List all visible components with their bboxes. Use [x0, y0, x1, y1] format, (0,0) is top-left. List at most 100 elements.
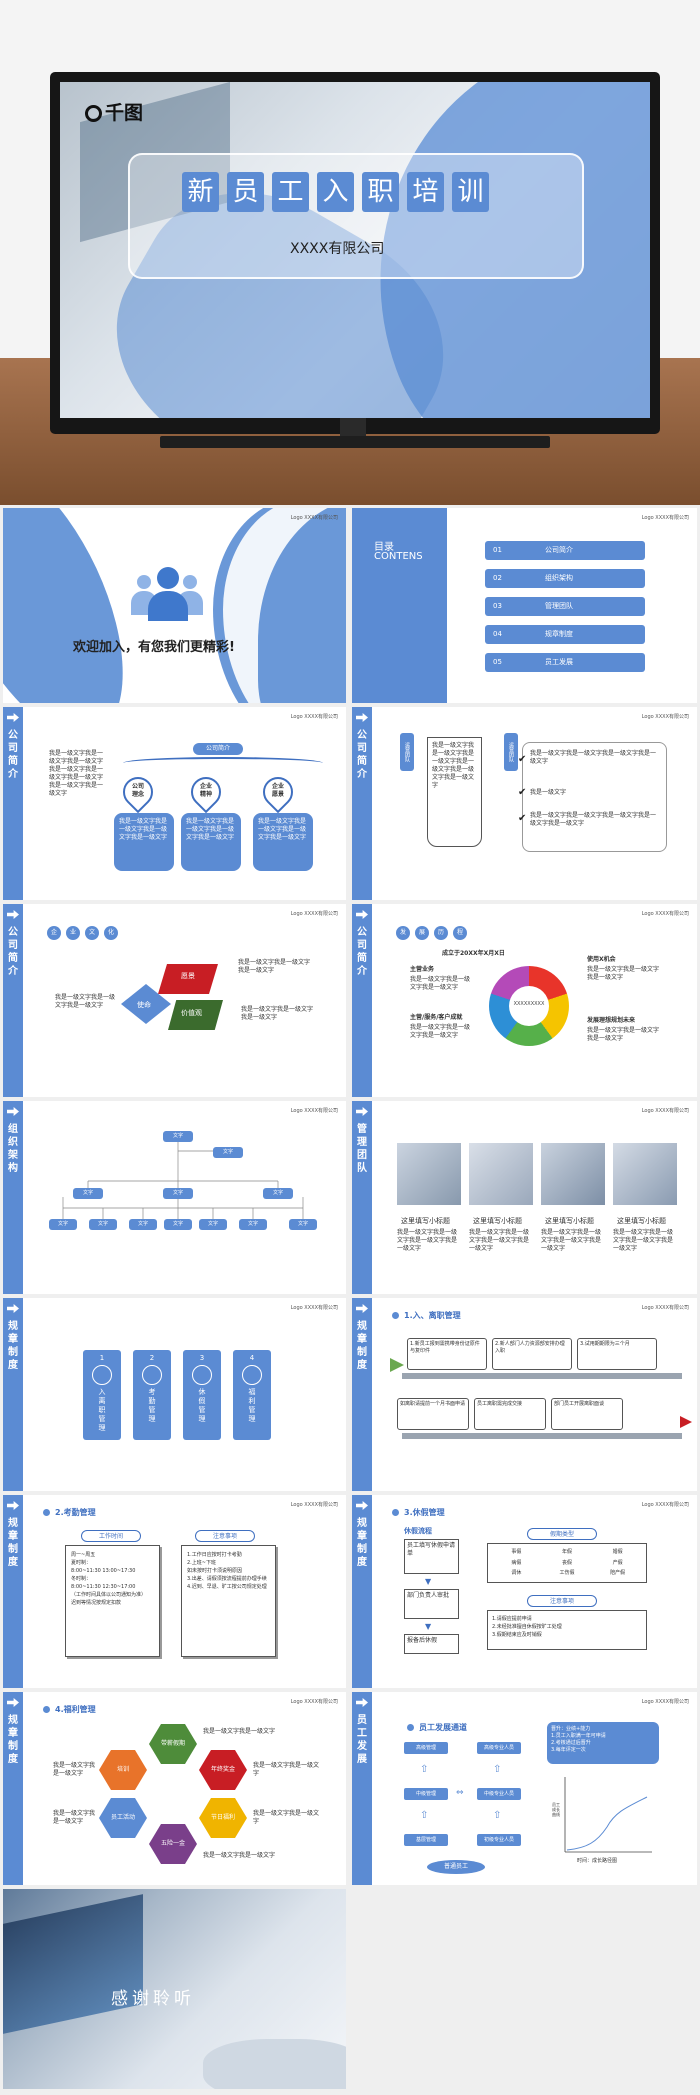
logo-tag: Logo XXXX有限公司: [641, 1699, 689, 1705]
logo-tag: Logo XXXX有限公司: [290, 911, 338, 917]
slide-heading: 4.福利管理: [43, 1704, 96, 1715]
title-char: 培: [407, 172, 444, 212]
team-icon: [131, 563, 206, 623]
history-tab: 历: [434, 926, 448, 940]
section-sidebar: 规章制度: [352, 1298, 372, 1491]
benefit-hex: 年终奖金: [199, 1750, 247, 1790]
logo-tag: Logo XXXX有限公司: [641, 911, 689, 917]
logo-tag: Logo XXXX有限公司: [290, 1108, 338, 1114]
slide-welcome: Logo XXXX有限公司 欢迎加入，有您我们更精彩!: [3, 508, 346, 703]
slide-heading: 员工发展通道: [407, 1722, 467, 1733]
logo-tag: Logo XXXX有限公司: [290, 714, 338, 720]
benefit-hex: 员工活动: [99, 1798, 147, 1838]
section-sidebar: 公司简介: [352, 707, 372, 900]
arrow-right-icon: [356, 713, 368, 722]
org-node: 文字: [164, 1219, 192, 1230]
slide-culture: 公司简介 Logo XXXX有限公司 企 业 文 化 愿景 使命 价值观 我是一…: [3, 904, 346, 1097]
org-node: 文字: [129, 1219, 157, 1230]
slide-heading: 2.考勤管理: [43, 1507, 96, 1518]
logo-tag: Logo XXXX有限公司: [290, 1502, 338, 1508]
org-node: 文字: [199, 1219, 227, 1230]
tv-screen: [60, 82, 650, 418]
career-base: 普通员工: [427, 1860, 485, 1874]
section-sidebar: 公司简介: [352, 904, 372, 1097]
slide-rules-3: 规章制度 Logo XXXX有限公司 3.休假管理 休假流程 员工填写休假申请单…: [352, 1495, 697, 1688]
intro-banner: 公司简介: [193, 743, 243, 755]
leave-types: 事假年假婚假 病假丧假产假 调休工伤假陪产假: [487, 1543, 647, 1583]
title-char: 职: [362, 172, 399, 212]
logo-tag: Logo XXXX有限公司: [641, 515, 689, 521]
diamond-vision: [158, 964, 218, 994]
diamond-values: [168, 1000, 223, 1030]
benefit-hex: 带薪假期: [149, 1724, 197, 1764]
org-node: 文字: [49, 1219, 77, 1230]
arrow-right-icon: [356, 1501, 368, 1510]
org-node: 文字: [263, 1188, 293, 1199]
career-node: 高级管理: [404, 1742, 448, 1754]
culture-tab: 业: [66, 926, 80, 940]
slide-heading: 3.休假管理: [392, 1507, 445, 1518]
career-node: 中级专业人员: [477, 1788, 521, 1800]
arrow-right-icon: [7, 713, 19, 722]
logo-tag: Logo XXXX有限公司: [641, 1305, 689, 1311]
section-sidebar: 规章制度: [352, 1495, 372, 1688]
career-node: 中级管理: [404, 1788, 448, 1800]
arrow-left-right-icon: ⇔: [456, 1788, 464, 1798]
slide-dev: 员工发展 Logo XXXX有限公司 员工发展通道 高级管理 高级专业人员 中级…: [352, 1692, 697, 1885]
slide-heading: 1.入、离职管理: [392, 1310, 461, 1321]
section-sidebar: 公司简介: [3, 904, 23, 1097]
culture-tabs: 企 业 文 化: [47, 926, 118, 940]
logo-tag: Logo XXXX有限公司: [641, 1108, 689, 1114]
arrow-up-icon: ⇧: [420, 1810, 429, 1821]
logo-tag: Logo XXXX有限公司: [641, 1502, 689, 1508]
arrow-right-icon: [356, 1698, 368, 1707]
benefit-hex: 培训: [99, 1750, 147, 1790]
arrow-right-icon: [7, 1698, 19, 1707]
growth-curve-chart: [564, 1777, 652, 1853]
org-node: 文字: [213, 1147, 243, 1158]
intro-box: 我是一级文字我是一级文字我是一级文字我是一级文字: [253, 813, 313, 871]
section-sidebar: 管理团队: [352, 1101, 372, 1294]
welcome-text: 欢迎加入，有您我们更精彩!: [73, 640, 235, 655]
culture-tab: 化: [104, 926, 118, 940]
slide-thanks: 感谢聆听: [3, 1889, 346, 2089]
intro-box: 我是一级文字我是一级文字我是一级文字我是一级文字: [181, 813, 241, 871]
brand-logo: 千图: [85, 98, 143, 125]
arrow-right-icon: [7, 1501, 19, 1510]
team-photo: [541, 1143, 605, 1205]
arrow-down-icon: ▼: [425, 1577, 432, 1586]
section-sidebar: 规章制度: [3, 1298, 23, 1491]
benefit-hex: 节日福利: [199, 1798, 247, 1838]
slide-team: 管理团队 Logo XXXX有限公司 这里填写小标题 我是一级文字我是一级文字我…: [352, 1101, 697, 1294]
slide-rules-4: 规章制度 Logo XXXX有限公司 4.福利管理 带薪假期 年终奖金 节日福利…: [3, 1692, 346, 1885]
org-node: 文字: [163, 1131, 193, 1142]
logo-q-icon: [85, 105, 102, 122]
title-char: 工: [272, 172, 309, 212]
tv-base: [160, 436, 550, 448]
org-node: 文字: [239, 1219, 267, 1230]
end-flag-icon: [680, 1416, 692, 1428]
org-node: 文字: [73, 1188, 103, 1199]
career-node: 初级专业人员: [477, 1834, 521, 1846]
toc-subtitle: CONTENS: [374, 551, 423, 562]
tv-stand: [340, 418, 366, 438]
org-node: 文字: [289, 1219, 317, 1230]
slide-org: 组织架构 Logo XXXX有限公司 文字 文字 文字 文字 文字 文字 文字 …: [3, 1101, 346, 1294]
intro-left-text: 我是一级文字我是一级文字我是一级文字我是一级文字我是一级文字我是一级文字我是一级…: [49, 750, 104, 797]
slide-intro-1: 公司简介 Logo XXXX有限公司 我是一级文字我是一级文字我是一级文字我是一…: [3, 707, 346, 900]
slide-rules-1: 规章制度 Logo XXXX有限公司 1.入、离职管理 1.新员工报到需携带身份…: [352, 1298, 697, 1491]
section-sidebar: 规章制度: [3, 1495, 23, 1688]
